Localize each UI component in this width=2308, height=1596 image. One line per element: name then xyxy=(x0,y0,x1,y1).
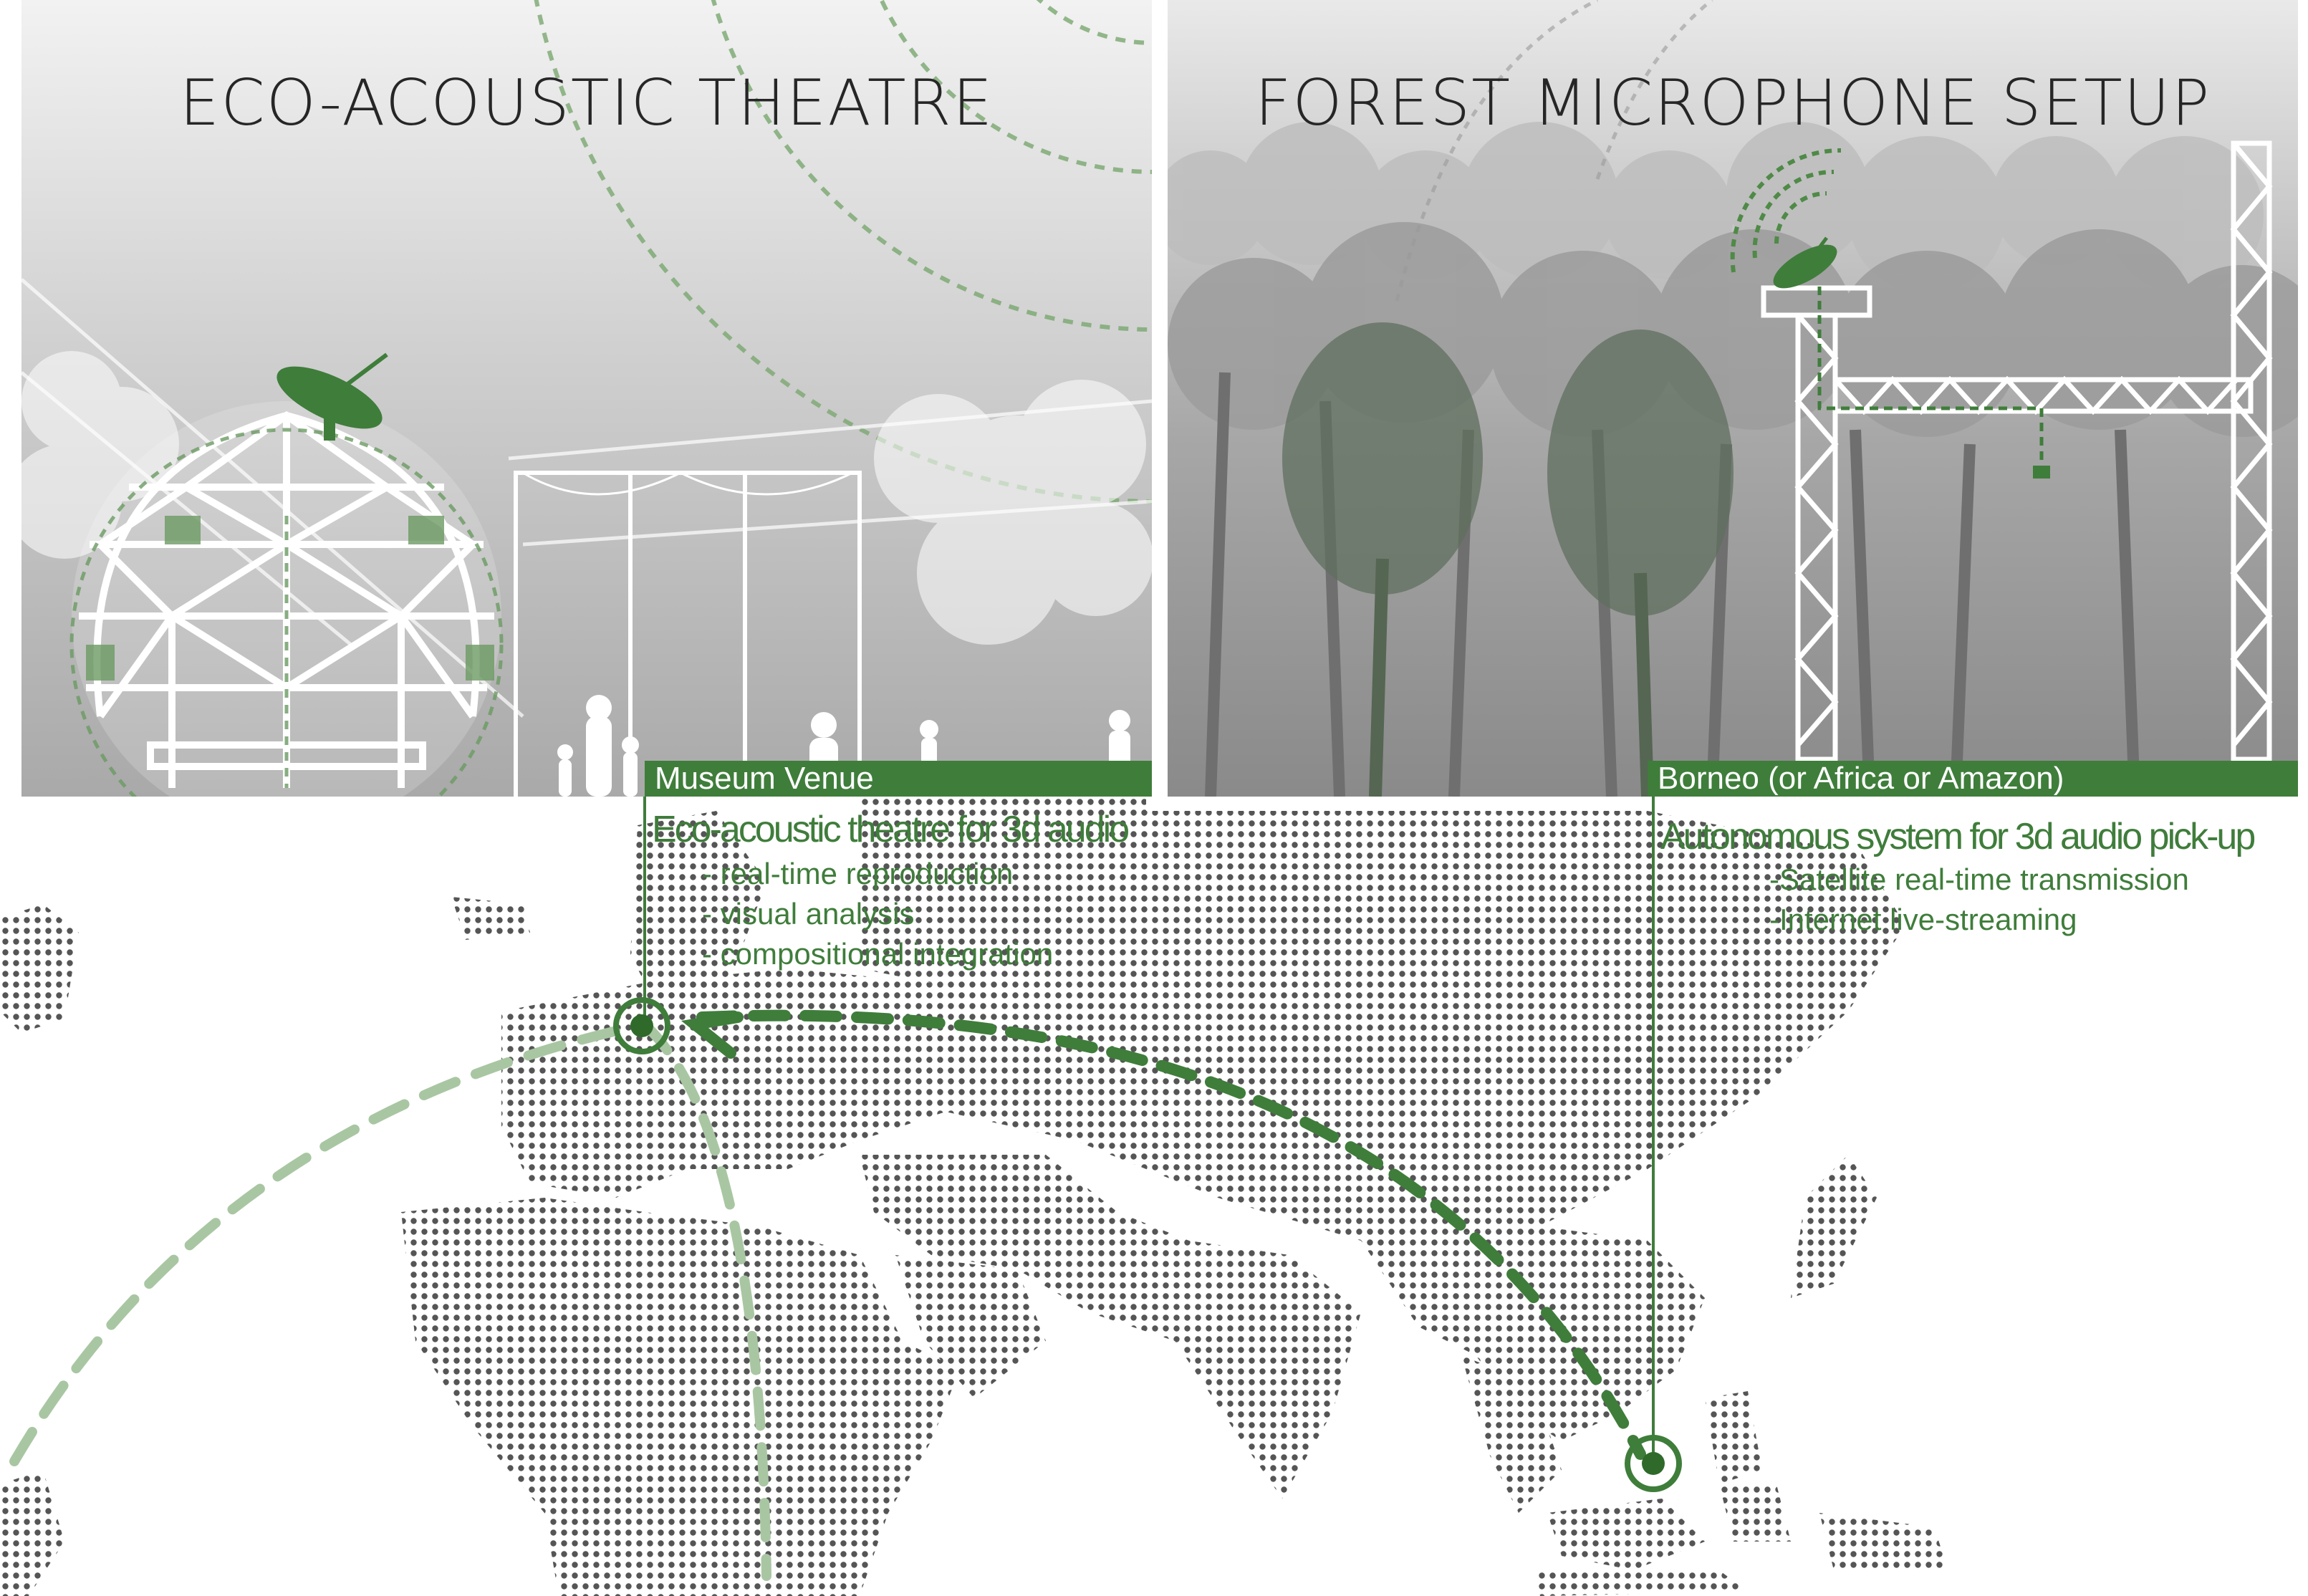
microphone-cable xyxy=(1817,287,2044,466)
theatre-description-title: Eco-acoustic theatre for 3d audio xyxy=(652,809,1130,850)
theatre-title: ECO-ACOUSTIC THEATRE xyxy=(179,66,994,140)
sky-arcs xyxy=(1395,0,1713,302)
eco-acoustic-theatre-panel: ECO-ACOUSTIC THEATRE xyxy=(21,0,1152,797)
forest-title: FOREST MICROPHONE SETUP xyxy=(1254,66,2211,140)
microphone-icon xyxy=(2033,466,2050,479)
geodesic-dome-icon xyxy=(69,401,504,797)
forest-microphone-panel: FOREST MICROPHONE SETUP xyxy=(1168,0,2298,797)
forest-feature-item: -Internet live-streaming xyxy=(1769,903,2077,936)
forest-illustration xyxy=(1168,0,2298,797)
foreground-trunks xyxy=(1369,558,1654,797)
theatre-feature-item: - compositional integration xyxy=(702,937,1054,971)
satellite-dish-icon xyxy=(277,352,388,441)
theatre-feature-item: - real-time reproduction xyxy=(702,857,1014,890)
foreground-trees xyxy=(1282,322,1734,616)
museum-venue-label: Museum Venue xyxy=(645,761,1152,797)
forest-feature-item: -Satellite real-time transmission xyxy=(1769,862,2189,896)
background-trees xyxy=(21,351,1152,645)
forest-description-title: Autonomous system for 3d audio pick-up xyxy=(1660,816,2256,857)
stage-frame xyxy=(514,471,862,797)
tower-icon xyxy=(1761,140,2273,762)
theatre-illustration xyxy=(21,0,1152,797)
signal-arcs xyxy=(1730,148,1842,273)
satellite-dish-icon xyxy=(1773,236,1837,289)
theatre-feature-item: - visual analysis xyxy=(702,897,915,931)
borneo-location-label: Borneo (or Africa or Amazon) xyxy=(1648,761,2298,797)
